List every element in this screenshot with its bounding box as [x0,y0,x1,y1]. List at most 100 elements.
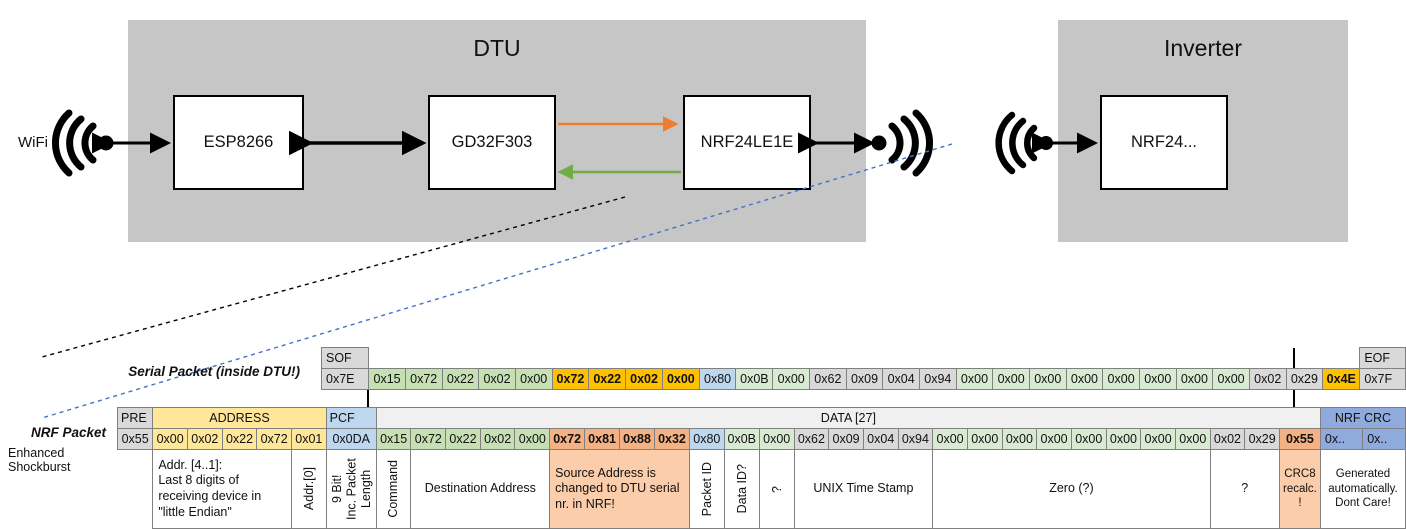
packet-byte-cell: 0x00 [955,368,994,390]
desc-addr0: Addr.[0] [291,449,327,529]
packet-byte-cell: 0x00 [1065,368,1104,390]
rf-antenna-dtu-icon [871,109,933,177]
desc-packet-id-text: Packet ID [699,461,714,517]
packet-byte-cell: 0x15 [368,368,406,390]
desc-command: Command [375,449,412,529]
packet-byte-cell: 0x80 [688,428,725,450]
nrf-pcf-value: 0x0DA [325,428,377,450]
nrf-pre-value: 0x55 [116,428,154,450]
nrf-packet-row-sublabel: Enhanced Shockburst [8,446,71,474]
desc-crc8: CRC8 recalc. ! [1278,449,1321,529]
nrf-data-header: DATA [27] [375,407,1321,429]
serial-sof-value: 0x7E [320,368,370,390]
nrf-address-byte: 0x00 [152,428,188,450]
packet-byte-cell: 0x00 [1140,428,1176,450]
packet-byte-cell: 0x22 [445,428,481,450]
packet-byte-cell: 0x72 [549,428,586,450]
nrf-crc-byte: 0x.. [1319,428,1364,450]
packet-byte-cell: 0x09 [845,368,884,390]
packet-byte-cell: 0x00 [1001,428,1038,450]
serial-eof-header: EOF [1359,347,1406,369]
packet-byte-cell: 0x00 [1175,368,1214,390]
desc-pre-spacer [118,450,153,529]
desc-data-id: Data ID? [723,449,760,529]
desc-zero: Zero (?) [932,449,1211,529]
desc-data-id-text: Data ID? [734,464,749,514]
packet-byte-cell: 0x22 [441,368,480,390]
chip-gd32f303-label: GD32F303 [451,133,533,151]
desc-addr0-text: Addr.[0] [301,467,316,511]
packet-byte-cell: 0x02 [479,428,516,450]
serial-sof-header: SOF [320,347,370,369]
packet-byte-cell: 0x00 [1105,428,1142,450]
packet-byte-cell: 0x94 [919,368,957,390]
packet-byte-cell: 0x94 [897,428,934,450]
chip-nrf24: NRF24... [1100,95,1228,190]
packet-byte-cell: 0x00 [1138,368,1177,390]
packet-byte-cell: 0x04 [862,428,899,450]
packet-byte-cell: 0x72 [404,368,443,390]
nrf-packet-header-row: PRE ADDRESS PCF DATA [27] NRF CRC [116,407,1406,429]
packet-byte-cell: 0x00 [1028,368,1067,390]
desc-pcf: 9 Bit! Inc. Packet Length [325,449,377,529]
packet-byte-cell: 0x80 [698,368,737,390]
desc-nrf-crc: Generated automatically. Dont Care! [1319,449,1406,529]
packet-byte-cell: 0x00 [772,368,811,390]
packet-byte-cell: 0x4E [1322,368,1361,390]
packet-byte-cell: 0x02 [478,368,516,390]
packet-byte-cell: 0x22 [588,368,627,390]
desc-command-text: Command [386,460,401,518]
nrf-address-header: ADDRESS [152,407,327,429]
packet-byte-cell: 0x00 [1036,428,1072,450]
nrf-packet-table: PRE ADDRESS PCF DATA [27] NRF CRC 0x55 0… [116,407,1406,529]
packet-byte-cell: 0x0B [723,428,760,450]
packet-byte-cell: 0x62 [793,428,830,450]
packet-byte-cell: 0x29 [1285,368,1324,390]
inverter-title: Inverter [1164,35,1242,61]
packet-byte-cell: 0x00 [1174,428,1211,450]
nrf-crc-header: NRF CRC [1319,407,1406,429]
packet-byte-cell: 0x02 [625,368,663,390]
nrf-packet-description-row: Addr. [4..1]: Last 8 digits of receiving… [118,449,1406,529]
nrf-address-byte: 0x01 [291,428,327,450]
rf-antenna-inverter-icon [995,111,1053,175]
wifi-antenna-icon [52,109,114,177]
chip-nrf24-label: NRF24... [1130,133,1198,151]
packet-byte-cell: 0x32 [654,428,690,450]
nrf-address-byte: 0x02 [186,428,223,450]
packet-byte-cell: 0x62 [809,368,847,390]
nrf-pcf-header: PCF [325,407,377,429]
desc-address-text: Addr. [4..1]: Last 8 digits of receiving… [158,457,262,519]
chip-nrf24le1e-label: NRF24LE1E [700,133,794,151]
packet-byte-cell: 0x00 [1102,368,1140,390]
packet-byte-cell: 0x00 [758,428,795,450]
packet-byte-cell: 0x00 [514,368,553,390]
nrf-packet-byte-row: 0x55 0x00 0x02 0x22 0x72 0x01 0x0DA 0x15… [116,428,1406,450]
packet-byte-cell: 0x02 [1248,368,1287,390]
serial-eof-value: 0x7F [1359,368,1406,390]
packet-byte-cell: 0x15 [375,428,412,450]
nrf-address-byte: 0x22 [221,428,258,450]
chip-gd32f303: GD32F303 [428,95,556,190]
desc-unknown-2: ? [1209,449,1280,529]
desc-pcf-text: 9 Bit! Inc. Packet Length [329,458,373,520]
packet-byte-cell: 0x02 [1209,428,1246,450]
nrf-pre-header: PRE [116,407,154,429]
serial-header-spacer [369,348,1360,369]
packet-byte-cell: 0x04 [882,368,920,390]
chip-esp8266-label: ESP8266 [203,133,274,151]
packet-byte-cell: 0x00 [992,368,1030,390]
chip-nrf24le1e: NRF24LE1E [683,95,811,190]
desc-timestamp: UNIX Time Stamp [793,449,934,529]
packet-byte-cell: 0x0B [735,368,774,390]
chip-esp8266: ESP8266 [173,95,304,190]
packet-byte-cell: 0x88 [619,428,656,450]
packet-byte-cell: 0x00 [661,368,700,390]
desc-destination: Destination Address [410,449,551,529]
packet-byte-cell: 0x72 [410,428,447,450]
packet-byte-cell: 0x00 [1212,368,1250,390]
packet-byte-cell: 0x29 [1244,428,1280,450]
